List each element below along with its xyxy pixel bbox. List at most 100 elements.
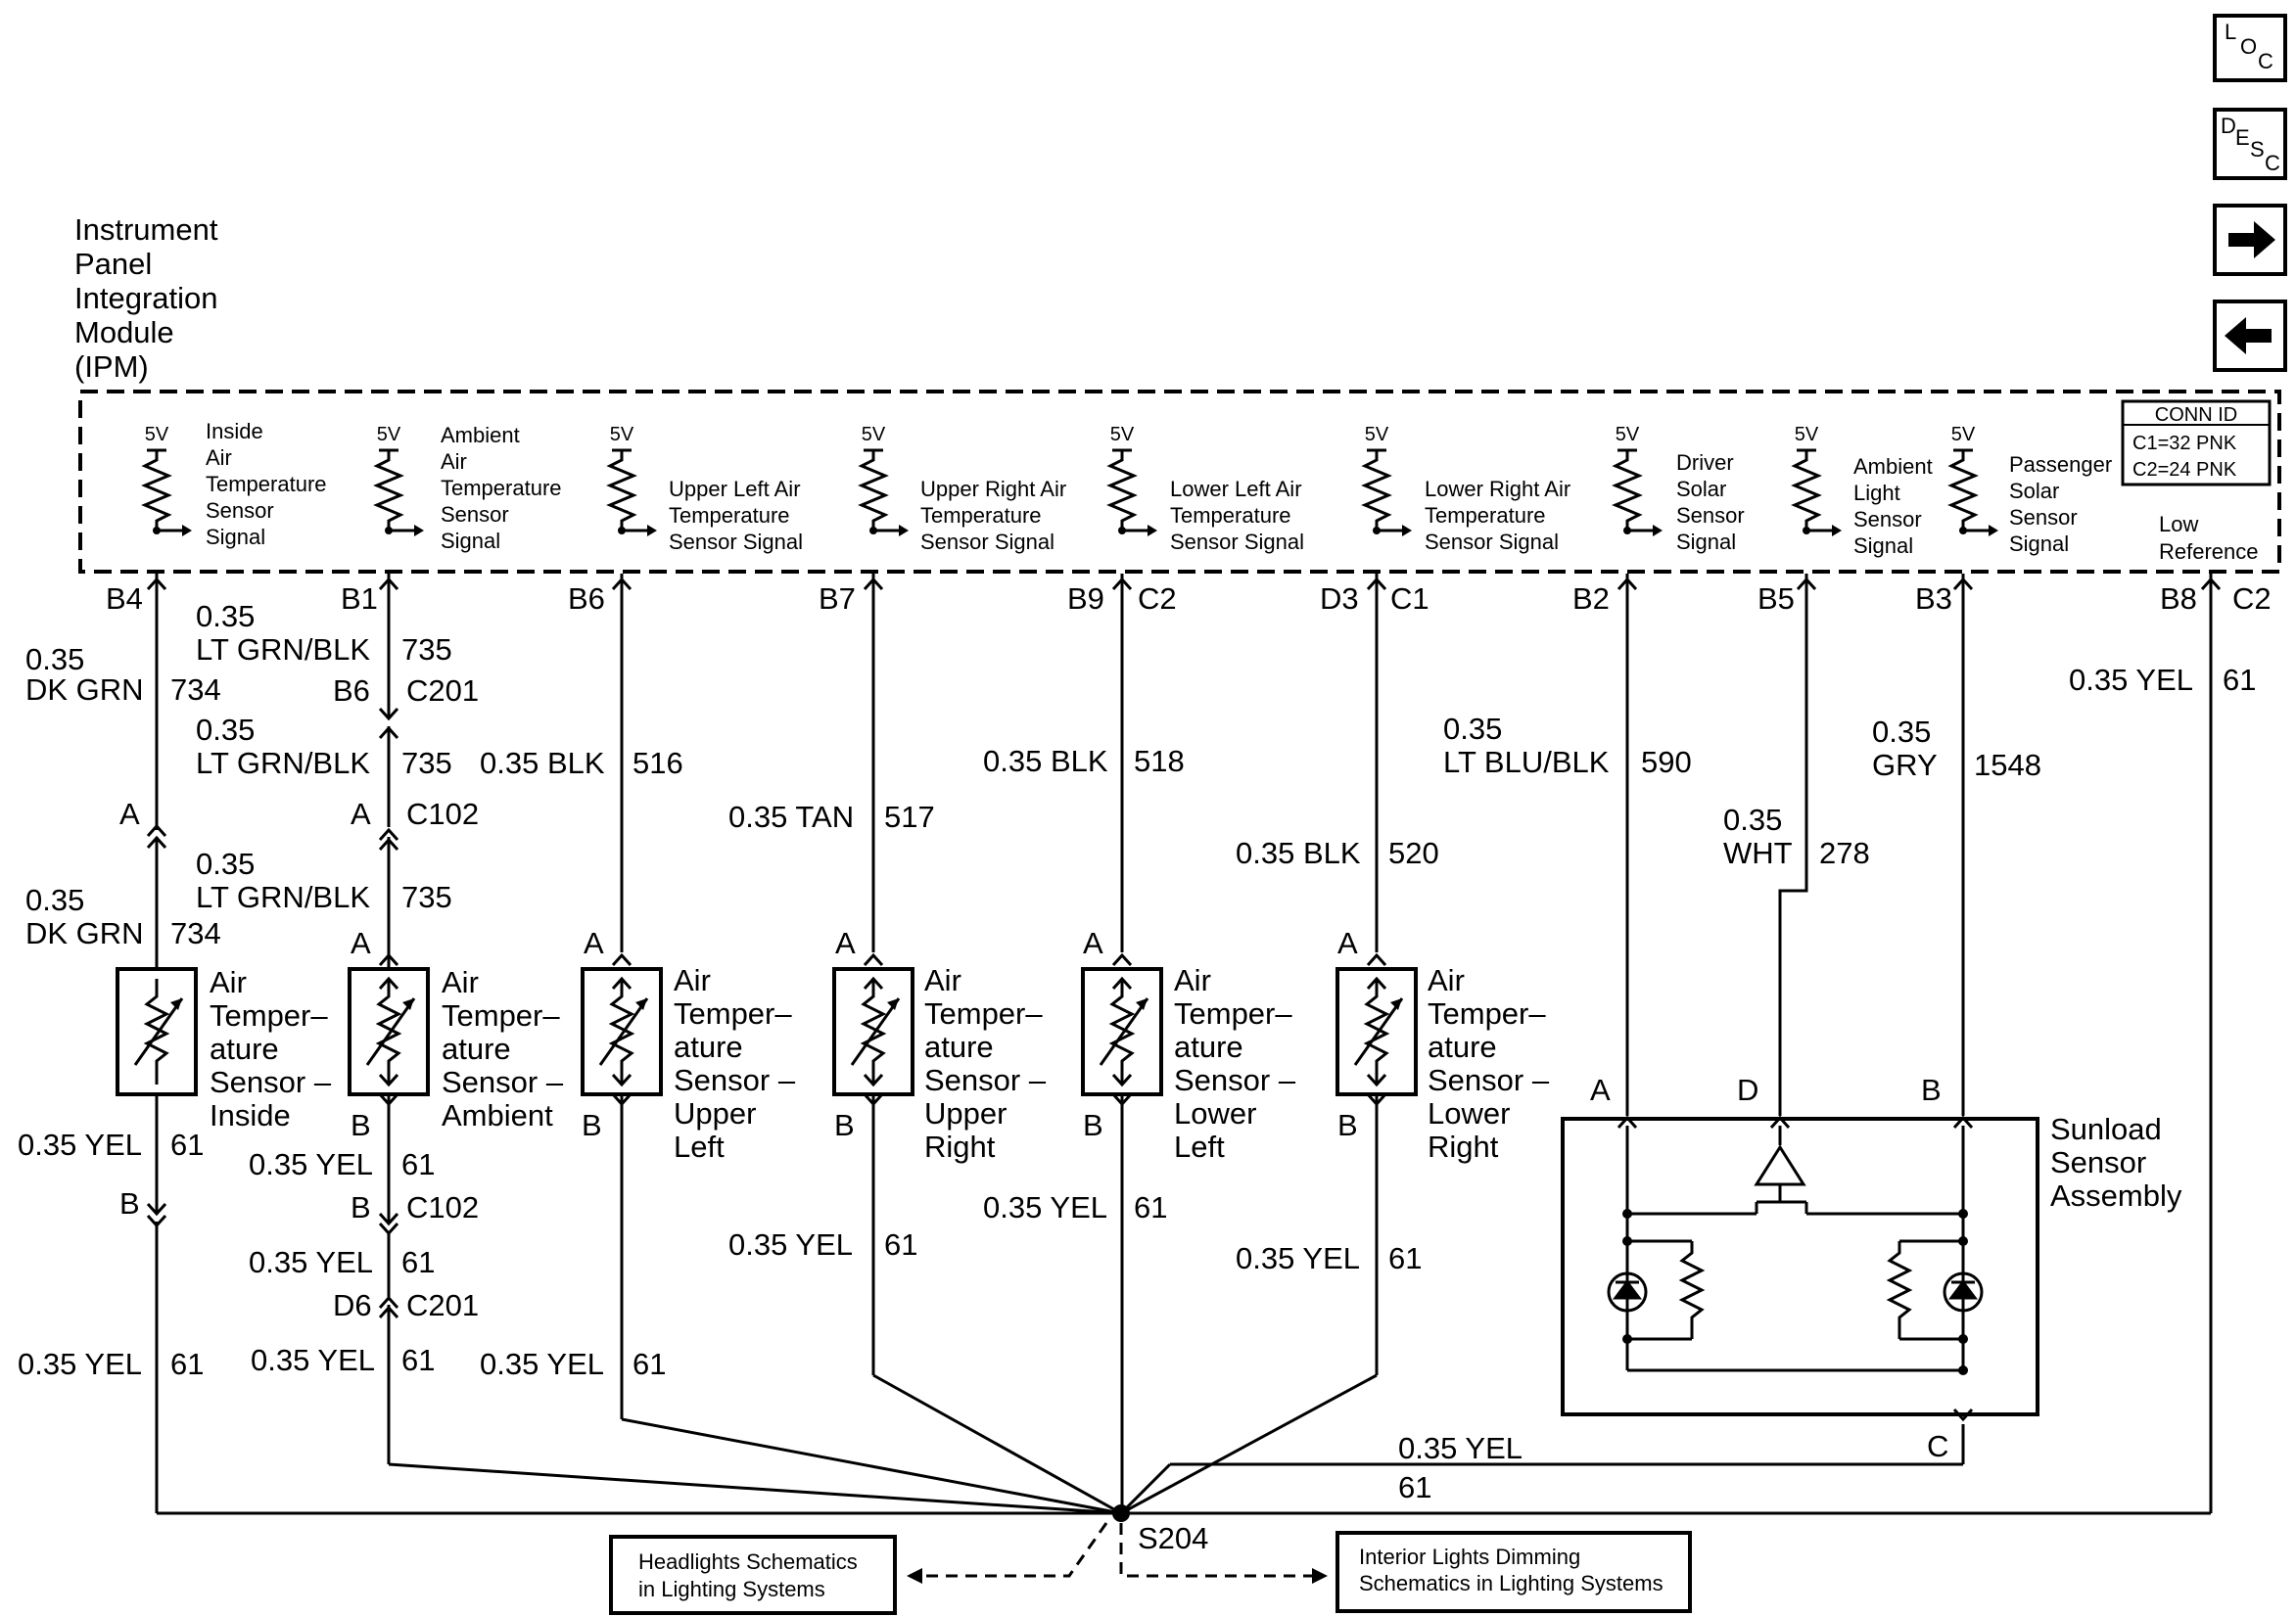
svg-text:Temperature: Temperature [1425,503,1546,528]
yel-label-7: 0.35 YEL 61 [728,1227,917,1262]
svg-text:D3: D3 [1320,581,1359,616]
svg-text:A: A [1083,926,1103,960]
sunload-sensor-label: Sunload Sensor Assembly [2050,1112,2182,1213]
svg-text:O: O [2240,34,2257,59]
svg-text:5V: 5V [1951,424,1976,445]
svg-text:(IPM): (IPM) [74,349,149,384]
svg-text:Sensor Signal: Sensor Signal [920,530,1054,554]
wire-label-590: 0.35 LT BLU/BLK 590 [1443,712,1692,779]
signal-label-passenger-solar: Passenger Solar Sensor Signal [2009,452,2112,556]
svg-text:Right: Right [924,1130,996,1164]
svg-text:518: 518 [1134,744,1185,778]
sensor-lower-right-label: Air Temper– ature Sensor – Lower Right [1428,963,1550,1164]
arrow-left-icon [2225,317,2272,354]
ref-arrow-right-icon [1312,1568,1328,1584]
svg-text:0.35 TAN: 0.35 TAN [728,800,854,834]
svg-text:Sunload: Sunload [2050,1112,2162,1146]
svg-text:Signal: Signal [1853,533,1913,558]
svg-text:61: 61 [170,1128,204,1162]
svg-text:B6: B6 [568,581,605,616]
conn-id-box: CONN ID C1=32 PNK C2=24 PNK [2121,399,2272,486]
loc-button[interactable]: L O C [2213,14,2287,82]
svg-text:C2=24 PNK: C2=24 PNK [2132,459,2237,481]
svg-text:C2: C2 [1138,581,1177,616]
connector-c201-top: B6 C201 [333,673,479,708]
svg-text:735: 735 [401,880,452,914]
svg-text:C: C [2258,49,2273,73]
svg-text:Sensor –: Sensor – [210,1065,332,1099]
svg-text:Temperature: Temperature [1170,503,1291,528]
svg-text:Temper–: Temper– [210,998,328,1033]
svg-text:Sensor –: Sensor – [924,1063,1047,1097]
sensor-lower-right-symbol [1335,967,1418,1096]
svg-text:C102: C102 [406,1190,479,1224]
svg-text:Panel: Panel [74,247,152,281]
svg-text:Air: Air [441,449,467,474]
prev-page-button[interactable] [2213,300,2287,372]
svg-text:Sensor Signal: Sensor Signal [1170,530,1304,554]
dimming-reference-link[interactable]: Interior Lights Dimming Schematics in Li… [1335,1531,1692,1613]
svg-text:ature: ature [442,1032,511,1066]
svg-text:Passenger: Passenger [2009,452,2112,477]
sensor-inside-label: Air Temper– ature Sensor – Inside [210,965,332,1132]
svg-text:Instrument: Instrument [74,212,218,247]
sensor-inside-symbol [116,967,198,1096]
svg-text:B: B [582,1108,602,1142]
voltage-labels: 5V 5V 5V 5V 5V 5V 5V 5V 5V [145,424,1976,445]
sensor-upper-right-label: Air Temper– ature Sensor – Upper Right [924,963,1047,1164]
svg-text:Module: Module [74,315,174,349]
sensor-pin-a-labels: A A A A A [351,926,1358,960]
svg-text:Temperature: Temperature [669,503,790,528]
svg-text:5V: 5V [1616,424,1640,445]
svg-text:Signal: Signal [441,529,500,553]
svg-text:Left: Left [1174,1130,1225,1164]
desc-button[interactable]: D E S C [2213,108,2287,180]
svg-text:C2: C2 [2232,581,2272,616]
svg-text:Lower: Lower [1428,1096,1510,1131]
headlights-reference-link[interactable]: Headlights Schematics in Lighting System… [609,1535,897,1615]
svg-text:Sensor: Sensor [2050,1145,2146,1179]
wire-label-517: 0.35 TAN 517 [728,800,935,834]
svg-text:Integration: Integration [74,281,218,315]
yel-label-sunload: 0.35 YEL 61 [1398,1431,1523,1504]
svg-text:E: E [2235,125,2250,150]
wire-label-1548: 0.35 GRY 1548 [1872,715,2041,782]
sensor-ambient-symbol [348,967,430,1096]
svg-text:61: 61 [1398,1470,1431,1504]
svg-text:Solar: Solar [2009,479,2059,503]
svg-text:Solar: Solar [1676,477,1726,501]
splice-s204 [1112,1504,1130,1522]
svg-text:Sensor –: Sensor – [442,1065,564,1099]
svg-text:0.35 YEL: 0.35 YEL [983,1190,1107,1224]
svg-text:B4: B4 [106,581,143,616]
svg-text:A: A [1337,926,1358,960]
svg-text:Temper–: Temper– [924,996,1043,1031]
sensor-lower-left-symbol [1081,967,1163,1096]
svg-text:Interior Lights Dimming: Interior Lights Dimming [1359,1545,1580,1569]
next-page-button[interactable] [2213,204,2287,276]
svg-text:Temperature: Temperature [920,503,1042,528]
svg-text:520: 520 [1388,836,1439,870]
svg-text:B: B [1083,1108,1103,1142]
svg-text:ature: ature [210,1032,279,1066]
svg-text:734: 734 [170,672,221,707]
signal-label-driver-solar: Driver Solar Sensor Signal [1676,450,1745,554]
wire-label-520: 0.35 BLK 520 [1236,836,1439,870]
svg-text:D: D [2221,114,2236,138]
svg-text:Sensor –: Sensor – [1428,1063,1550,1097]
svg-text:B5: B5 [1757,581,1795,616]
svg-text:B7: B7 [819,581,856,616]
svg-text:Upper Right Air: Upper Right Air [920,477,1066,501]
svg-text:B: B [119,1186,140,1221]
svg-text:Right: Right [1428,1130,1499,1164]
module-title: Instrument Panel Integration Module (IPM… [74,212,218,384]
svg-text:Air: Air [442,965,479,999]
svg-text:A: A [1590,1073,1611,1107]
svg-text:B8: B8 [2160,581,2197,616]
svg-text:Sensor –: Sensor – [1174,1063,1296,1097]
splice-label: S204 [1138,1521,1208,1555]
svg-text:516: 516 [633,746,683,780]
svg-text:L: L [2225,20,2236,44]
svg-text:Light: Light [1853,481,1900,505]
pullup-resistor-7 [1614,448,1663,536]
